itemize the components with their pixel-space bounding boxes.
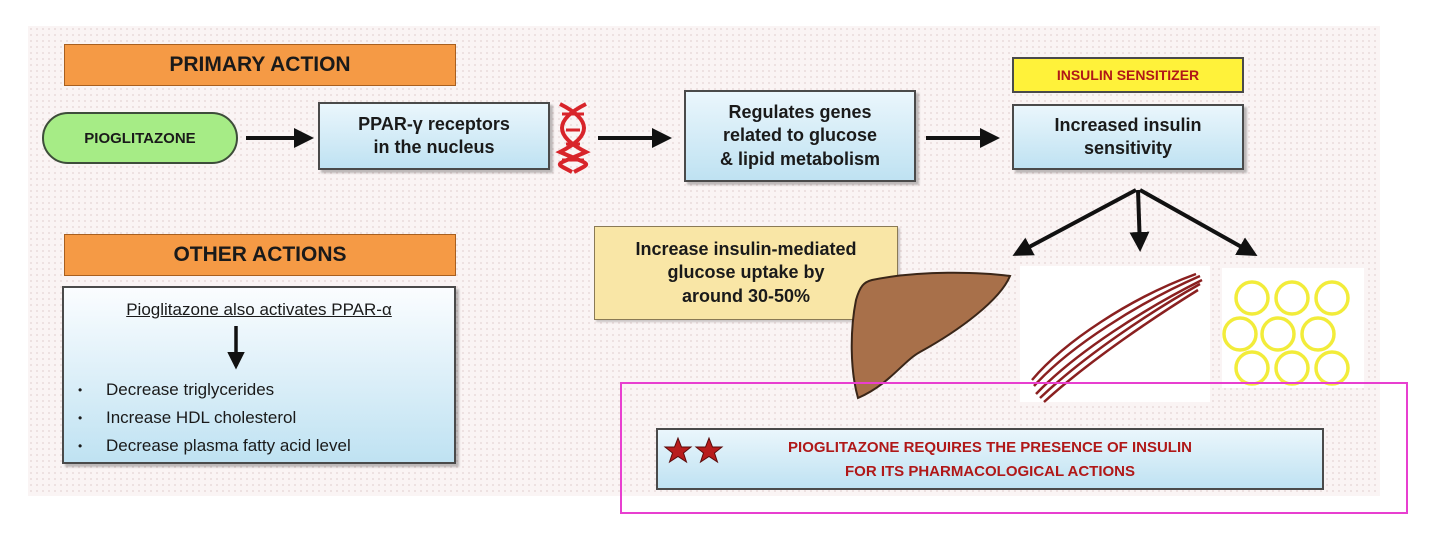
list-item: Increase HDL cholesterol bbox=[78, 404, 351, 432]
uptake-line-3: around 30-50% bbox=[681, 285, 811, 306]
genes-line-2: related to glucose bbox=[722, 125, 878, 146]
primary-action-header: PRIMARY ACTION bbox=[64, 44, 456, 86]
receptor-line-2: in the nucleus bbox=[373, 137, 495, 157]
other-actions-list: Decrease triglycerides Increase HDL chol… bbox=[78, 376, 351, 460]
other-actions-box: Pioglitazone also activates PPAR-α Decre… bbox=[62, 286, 456, 464]
highlight-frame bbox=[620, 382, 1408, 514]
arrow-to-liver bbox=[1012, 188, 1137, 256]
glucose-uptake-box: Increase insulin-mediated glucose uptake… bbox=[594, 226, 898, 320]
primary-action-header-text: PRIMARY ACTION bbox=[169, 53, 351, 76]
drug-pill: PIOGLITAZONE bbox=[42, 112, 238, 164]
arrow-to-muscle bbox=[1129, 189, 1150, 252]
arrow-to-fat bbox=[1139, 188, 1258, 256]
note-line-2: FOR ITS PHARMACOLOGICAL ACTIONS bbox=[845, 463, 1135, 480]
list-item: Decrease plasma fatty acid level bbox=[78, 432, 351, 460]
drug-label: PIOGLITAZONE bbox=[84, 129, 196, 147]
receptor-line-1: PPAR-γ receptors bbox=[358, 113, 510, 134]
uptake-line-2: glucose uptake by bbox=[667, 262, 825, 283]
insulin-sensitizer-text: INSULIN SENSITIZER bbox=[1056, 67, 1200, 83]
note-line-1: PIOGLITAZONE REQUIRES THE PRESENCE OF IN… bbox=[788, 439, 1192, 456]
list-item: Decrease triglycerides bbox=[78, 376, 351, 404]
genes-box: Regulates genes related to glucose & lip… bbox=[684, 90, 916, 182]
muscle-icon bbox=[1031, 272, 1203, 403]
insulin-requirement-note: PIOGLITAZONE REQUIRES THE PRESENCE OF IN… bbox=[656, 428, 1324, 490]
dna-helix-icon bbox=[555, 102, 591, 174]
genes-line-1: Regulates genes bbox=[728, 101, 872, 122]
sensitivity-line-1: Increased insulin bbox=[1054, 114, 1202, 135]
adipose-cells-icon bbox=[1222, 280, 1350, 386]
sensitivity-line-2: sensitivity bbox=[1083, 138, 1173, 158]
insulin-sensitivity-box: Increased insulin sensitivity bbox=[1012, 104, 1244, 170]
receptor-box: PPAR-γ receptors in the nucleus bbox=[318, 102, 550, 170]
genes-line-3: & lipid metabolism bbox=[719, 148, 881, 169]
other-actions-header: OTHER ACTIONS bbox=[64, 234, 456, 276]
other-actions-header-text: OTHER ACTIONS bbox=[173, 243, 347, 266]
liver-icon bbox=[850, 271, 1012, 400]
insulin-sensitizer-tag: INSULIN SENSITIZER bbox=[1012, 57, 1244, 93]
other-actions-title: Pioglitazone also activates PPAR-α bbox=[126, 300, 392, 319]
uptake-line-1: Increase insulin-mediated bbox=[635, 238, 857, 259]
